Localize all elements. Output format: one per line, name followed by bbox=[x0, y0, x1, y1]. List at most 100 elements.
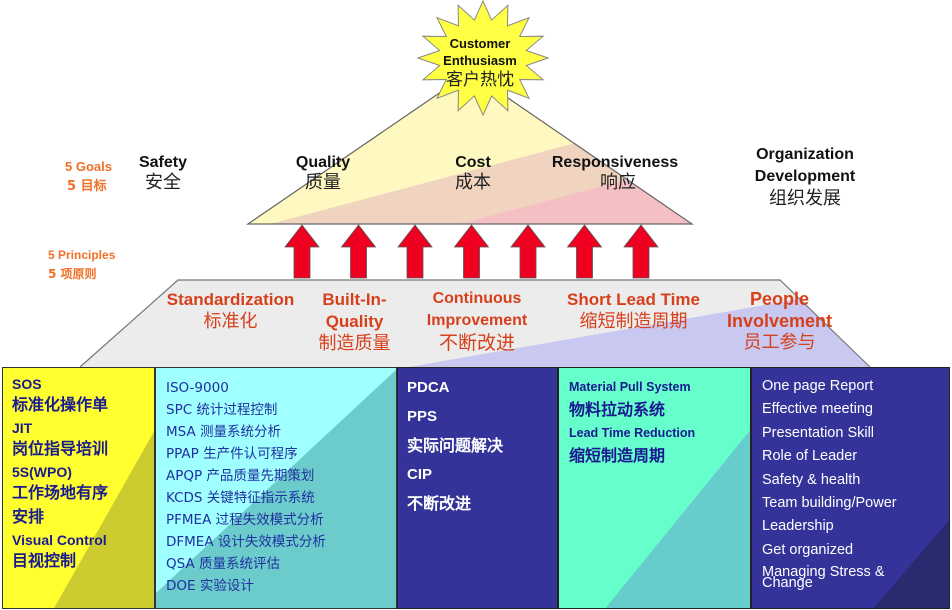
list-item: Safety & health bbox=[762, 471, 861, 488]
up-arrow-icon bbox=[566, 224, 603, 279]
principle-cn: 缩短制造周期 bbox=[579, 311, 688, 332]
principle-cn: 不断改进 bbox=[438, 332, 515, 354]
column-list: PDCA PPS 实际问题解决 CIP 不断改进 bbox=[398, 368, 557, 518]
column-short-lead-time: Material Pull System 物料拉动系统 Lead Time Redu… bbox=[558, 367, 751, 609]
goal-cn: 成本 bbox=[455, 172, 491, 194]
list-item: Role of Leader bbox=[762, 448, 858, 465]
list-item: 工作场地有序 bbox=[12, 483, 109, 502]
column-shade bbox=[54, 431, 154, 608]
principles-label-en: 5 Principles bbox=[48, 248, 116, 262]
list-item: 物料拉动系统 bbox=[569, 400, 666, 419]
principle-standardization: Standardization 标准化 bbox=[158, 289, 303, 333]
list-item: APQP 产品质量先期策划 bbox=[166, 468, 315, 484]
principle-en: Standardization bbox=[166, 290, 295, 309]
principles-platform bbox=[79, 279, 871, 368]
principle-en: Short Lead Time bbox=[567, 290, 700, 309]
list-item: Change bbox=[762, 575, 813, 592]
list-item: JIT bbox=[12, 420, 33, 436]
goal-organization-development: Organization Development 组织发展 bbox=[735, 144, 875, 210]
list-item: 5S(WPO) bbox=[12, 464, 72, 480]
list-item: PDCA bbox=[407, 379, 450, 396]
list-item: One page Report bbox=[762, 378, 874, 394]
list-item: ISO-9000 bbox=[166, 380, 229, 396]
principle-built-in-quality: Built-In- Quality 制造质量 bbox=[302, 289, 407, 355]
up-arrow-icon bbox=[284, 224, 320, 279]
goal-en-line2: Development bbox=[754, 168, 856, 185]
goal-cn: 组织发展 bbox=[769, 188, 841, 209]
list-item: 安排 bbox=[12, 507, 45, 526]
list-item: SPC 统计过程控制 bbox=[166, 402, 278, 418]
up-arrow-icon bbox=[453, 224, 490, 279]
apex-cn: 客户热忱 bbox=[446, 70, 514, 90]
up-arrow-icon bbox=[397, 224, 433, 279]
goal-en: Quality bbox=[295, 154, 351, 171]
list-item: CIP bbox=[407, 466, 433, 483]
list-item: Team building/Power bbox=[762, 495, 897, 512]
goal-en: Responsiveness bbox=[551, 154, 679, 171]
principle-en-line2: Improvement bbox=[426, 312, 528, 329]
column-continuous-improvement: PDCA PPS 实际问题解决 CIP 不断改进 bbox=[397, 367, 558, 609]
column-shade bbox=[873, 520, 949, 608]
list-item: Leadership bbox=[762, 518, 834, 535]
up-arrow-icon bbox=[340, 224, 377, 279]
principle-en-line2: Quality bbox=[325, 312, 384, 331]
list-item: 岗位指导培训 bbox=[12, 439, 109, 458]
apex-label: Customer Enthusiasm 客户热忱 bbox=[420, 35, 540, 91]
up-arrow-icon bbox=[623, 224, 659, 279]
up-arrow-icon bbox=[510, 224, 546, 279]
list-item: 目视控制 bbox=[12, 551, 77, 570]
list-item: Managing Stress & bbox=[762, 564, 885, 581]
list-item: DFMEA 设计失效模式分析 bbox=[166, 534, 326, 550]
principle-en-line1: Built-In- bbox=[322, 290, 387, 309]
list-item: 不断改进 bbox=[407, 494, 472, 513]
list-item: Visual Control bbox=[12, 532, 107, 548]
list-item: Effective meeting bbox=[762, 401, 873, 418]
list-item: 标准化操作单 bbox=[12, 395, 109, 414]
goal-safety: Safety 安全 bbox=[128, 153, 198, 194]
list-item: PPS bbox=[407, 408, 438, 425]
apex-line2: Enthusiasm bbox=[443, 53, 517, 68]
goals-label-cn: 5 目标 bbox=[67, 179, 107, 194]
column-shade bbox=[156, 369, 396, 608]
goal-en: Safety bbox=[138, 154, 188, 171]
apex-line1: Customer bbox=[449, 36, 511, 51]
principle-cn: 制造质量 bbox=[318, 333, 391, 354]
goals-label-en: 5 Goals bbox=[65, 159, 112, 174]
goal-cn: 质量 bbox=[305, 172, 341, 194]
goal-en: Cost bbox=[455, 154, 491, 171]
customer-enthusiasm-star bbox=[416, 0, 550, 117]
list-item: 实际问题解决 bbox=[407, 436, 504, 455]
principle-short-lead-time: Short Lead Time 缩短制造周期 bbox=[556, 289, 711, 333]
goal-cn: 安全 bbox=[145, 172, 181, 194]
goal-cn: 响应 bbox=[600, 172, 636, 194]
principle-en-line1: Continuous bbox=[432, 290, 522, 307]
goal-en-line1: Organization bbox=[756, 146, 854, 163]
list-item: QSA 质量系统评估 bbox=[166, 556, 280, 572]
list-item: PPAP 生产件认可程序 bbox=[166, 446, 298, 462]
goal-quality: Quality 质量 bbox=[283, 153, 363, 194]
list-item: KCDS 关键特征指示系统 bbox=[166, 490, 315, 506]
principle-cn: 标准化 bbox=[203, 311, 258, 332]
list-item: DOE 实验设计 bbox=[166, 578, 254, 594]
principle-en-line1: People bbox=[749, 289, 810, 309]
list-item: PFMEA 过程失效模式分析 bbox=[166, 512, 324, 528]
list-item: 缩短制造周期 bbox=[569, 446, 666, 465]
list-item: MSA 测量系统分析 bbox=[166, 424, 281, 440]
list-item: Lead Time Reduction bbox=[569, 426, 696, 440]
principles-label-cn: 5 项原则 bbox=[48, 267, 97, 281]
list-item: Material Pull System bbox=[569, 380, 691, 394]
principle-people-involvement: People Involvement 员工参与 bbox=[712, 288, 847, 354]
column-shade bbox=[605, 430, 750, 608]
goal-cost: Cost 成本 bbox=[438, 153, 508, 194]
list-item: Get organized bbox=[762, 541, 854, 558]
arrows-group bbox=[284, 224, 659, 279]
list-item: SOS bbox=[12, 376, 42, 392]
goals-label: 5 Goals 5 目标 bbox=[65, 157, 112, 197]
column-list: SOS 标准化操作单 JIT 岗位指导培训 5S(WPO) 工作场地有序安排 Visual … bbox=[3, 368, 154, 572]
